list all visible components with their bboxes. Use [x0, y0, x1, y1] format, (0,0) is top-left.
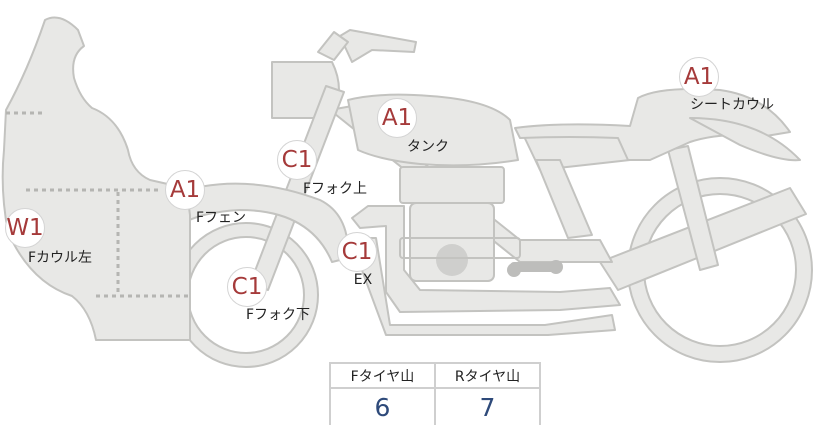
- part-label-seat-cowl: シートカウル: [690, 97, 774, 113]
- tire-tread-value-row: 6 7: [329, 387, 541, 425]
- part-label-fork-upper: Fフォク上: [302, 181, 368, 197]
- part-label-exhaust: EX: [353, 272, 373, 288]
- rear-tire-tread-value: 7: [434, 387, 541, 425]
- tire-tread-header-row: Fタイヤ山 Rタイヤ山: [329, 362, 541, 389]
- grade-badge-front-fender: A1: [165, 170, 205, 210]
- front-tire-tread-header: Fタイヤ山: [329, 362, 436, 389]
- grade-badge-seat-cowl: A1: [679, 57, 719, 97]
- seat-cowl-shape: [514, 88, 791, 161]
- front-cowl-shape: [1, 16, 191, 341]
- grade-badge-exhaust: C1: [337, 232, 377, 272]
- front-fork: [249, 85, 345, 291]
- engine-block: [399, 166, 505, 204]
- exhaust-pipe: [351, 205, 621, 313]
- grade-badge-fork-upper: C1: [277, 140, 317, 180]
- part-label-front-fender: Fフェン: [195, 210, 247, 226]
- part-label-front-cowl-left: Fカウル左: [27, 250, 93, 266]
- grade-badge-tank: A1: [377, 98, 417, 138]
- grade-badge-front-cowl-left: W1: [5, 208, 45, 248]
- part-label-fork-lower: Fフォク下: [245, 307, 311, 323]
- front-tire-tread-value: 6: [329, 387, 436, 425]
- part-label-tank: タンク: [407, 139, 449, 155]
- rear-tire-tread-header: Rタイヤ山: [434, 362, 541, 389]
- tire-tread-table: Fタイヤ山 Rタイヤ山 6 7: [329, 362, 541, 425]
- grade-badge-fork-lower: C1: [227, 267, 267, 307]
